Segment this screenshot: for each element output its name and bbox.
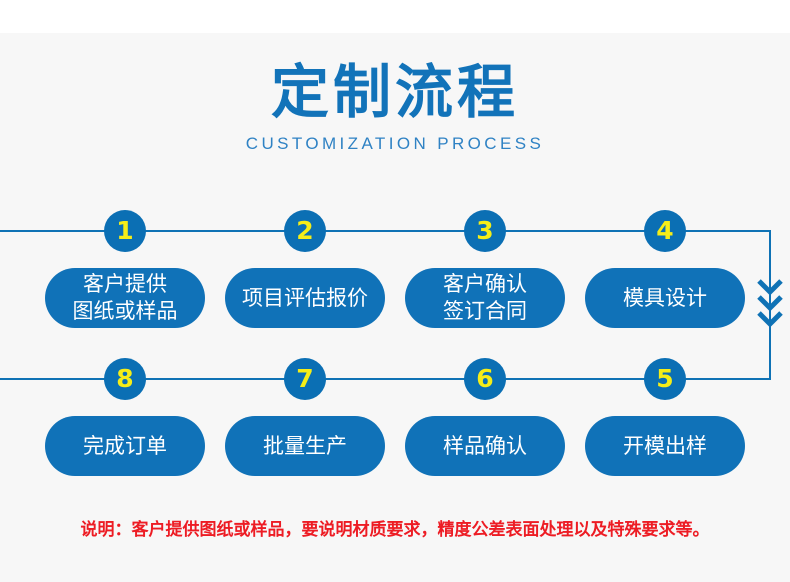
page-title: 定制流程 [270,58,519,126]
step-number-badge: 8 [104,358,146,400]
footer-note: 说明：客户提供图纸或样品，要说明材质要求，精度公差表面处理以及特殊要求等。 [80,520,710,540]
connector-line-row2 [0,378,771,380]
header: 定制流程 CUSTOMIZATION PROCESS [0,60,790,154]
step-pill[interactable]: 模具设计 [585,268,745,328]
step-number-badge: 4 [644,210,686,252]
step-pill[interactable]: 样品确认 [405,416,565,476]
step-label: 客户确认 签订合同 [443,272,527,323]
step-label: 完成订单 [83,433,167,458]
step-pill[interactable]: 项目评估报价 [225,268,385,328]
step-pill[interactable]: 完成订单 [45,416,205,476]
step-pill[interactable]: 批量生产 [225,416,385,476]
step-label: 项目评估报价 [242,285,368,310]
step-number-badge: 6 [464,358,506,400]
step-label: 样品确认 [443,433,527,458]
step-pill[interactable]: 开模出样 [585,416,745,476]
step-pill[interactable]: 客户确认 签订合同 [405,268,565,328]
step-pill[interactable]: 客户提供 图纸或样品 [45,268,205,328]
step-number-badge: 2 [284,210,326,252]
step-label: 模具设计 [623,285,707,310]
step-label: 客户提供 图纸或样品 [72,272,178,323]
double-chevron-down-icon [755,277,785,329]
connector-line-row1 [0,230,771,232]
step-number-badge: 5 [644,358,686,400]
page-subtitle: CUSTOMIZATION PROCESS [245,134,545,153]
step-label: 开模出样 [623,433,707,458]
step-number-badge: 3 [464,210,506,252]
step-label: 批量生产 [263,433,347,458]
step-number-badge: 1 [104,210,146,252]
step-number-badge: 7 [284,358,326,400]
